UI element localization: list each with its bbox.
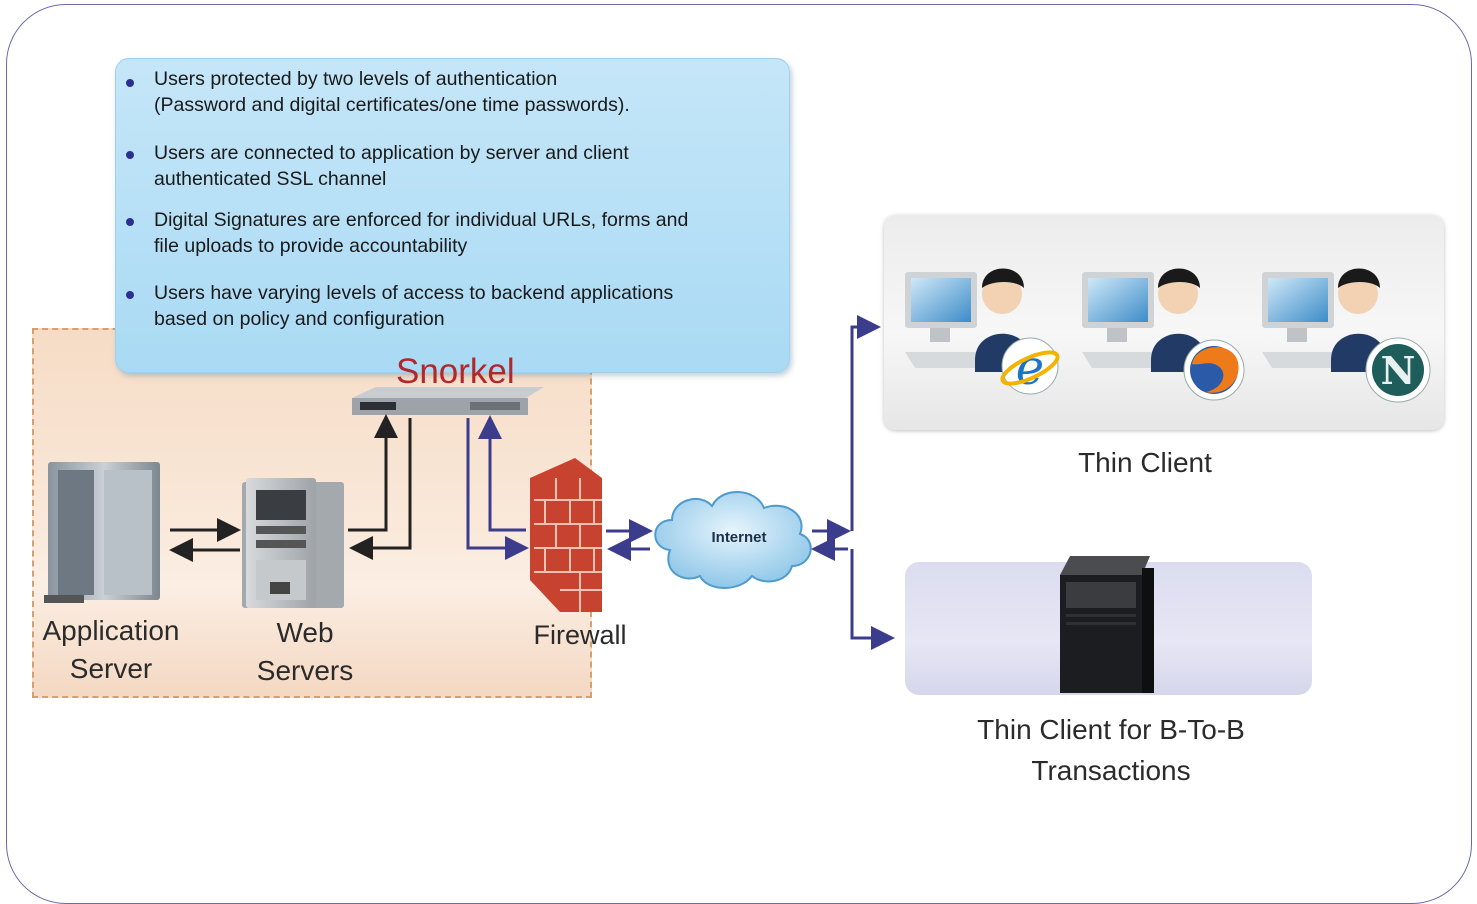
- bullet-item: Users have varying levels of access to b…: [126, 280, 794, 332]
- snorkel-label: Snorkel: [396, 352, 515, 391]
- internet-label: Internet: [711, 529, 767, 546]
- thin-client-label: Thin Client: [1078, 447, 1212, 478]
- firewall-icon: [530, 458, 602, 612]
- app-web-arrows: [169, 518, 241, 562]
- user-workstation-icon: [905, 268, 1030, 372]
- cloud-client-arrows: [811, 315, 895, 650]
- tower-pc-icon: [1060, 556, 1154, 693]
- bullet-item: Digital Signatures are enforced for indi…: [126, 207, 794, 259]
- label-line: Application: [42, 615, 180, 646]
- bullet-dot-icon: [126, 79, 134, 87]
- label-line: Servers: [256, 655, 354, 686]
- bullet-dot-icon: [126, 218, 134, 226]
- bullet-line: Users are connected to application by se…: [154, 142, 629, 164]
- firewall-label: Firewall: [533, 620, 627, 650]
- firewall-cloud-arrows: [606, 519, 653, 561]
- bullet-dot-icon: [126, 291, 134, 299]
- bullet-item: Users protected by two levels of authent…: [126, 66, 794, 118]
- web-snorkel-arrows: [348, 414, 412, 560]
- label-line: Transactions: [1031, 755, 1191, 786]
- bullet-line: Digital Signatures are enforced for indi…: [154, 209, 689, 231]
- bullet-dot-icon: [126, 151, 134, 159]
- web-servers-label: Web Servers: [245, 614, 365, 690]
- bullet-line: Users protected by two levels of authent…: [154, 68, 558, 90]
- bullet-line: based on policy and configuration: [154, 308, 445, 330]
- svg-text:e: e: [1016, 340, 1044, 396]
- user-workstation-icon: [1262, 268, 1386, 372]
- bullet-line: Users have varying levels of access to b…: [154, 282, 674, 304]
- ie-logo-icon: e: [1000, 337, 1060, 396]
- application-server-label: Application Server: [30, 612, 192, 688]
- security-features-callout: [115, 58, 790, 373]
- bullet-item: Users are connected to application by se…: [126, 140, 794, 192]
- thin-client-b2b-label: Thin Client for B-To-B Transactions: [950, 709, 1272, 791]
- svg-text:N: N: [1381, 348, 1416, 393]
- server-tower-icon: [44, 462, 160, 603]
- bullet-line: (Password and digital certificates/one t…: [154, 94, 630, 116]
- internet-cloud-icon: [654, 491, 812, 589]
- label-line: Thin Client for B-To-B: [977, 714, 1245, 745]
- bullet-line: file uploads to provide accountability: [154, 235, 468, 257]
- web-server-icon: [242, 478, 344, 608]
- snorkel-firewall-arrows: [466, 415, 529, 560]
- thin-client-panel: [884, 215, 1444, 430]
- label-line: Web: [276, 617, 334, 648]
- rack-appliance-icon: [352, 387, 544, 415]
- bullet-line: authenticated SSL channel: [154, 168, 387, 190]
- firefox-logo-icon: [1183, 339, 1245, 401]
- netscape-logo-icon: N: [1365, 337, 1431, 403]
- label-line: Server: [69, 653, 153, 684]
